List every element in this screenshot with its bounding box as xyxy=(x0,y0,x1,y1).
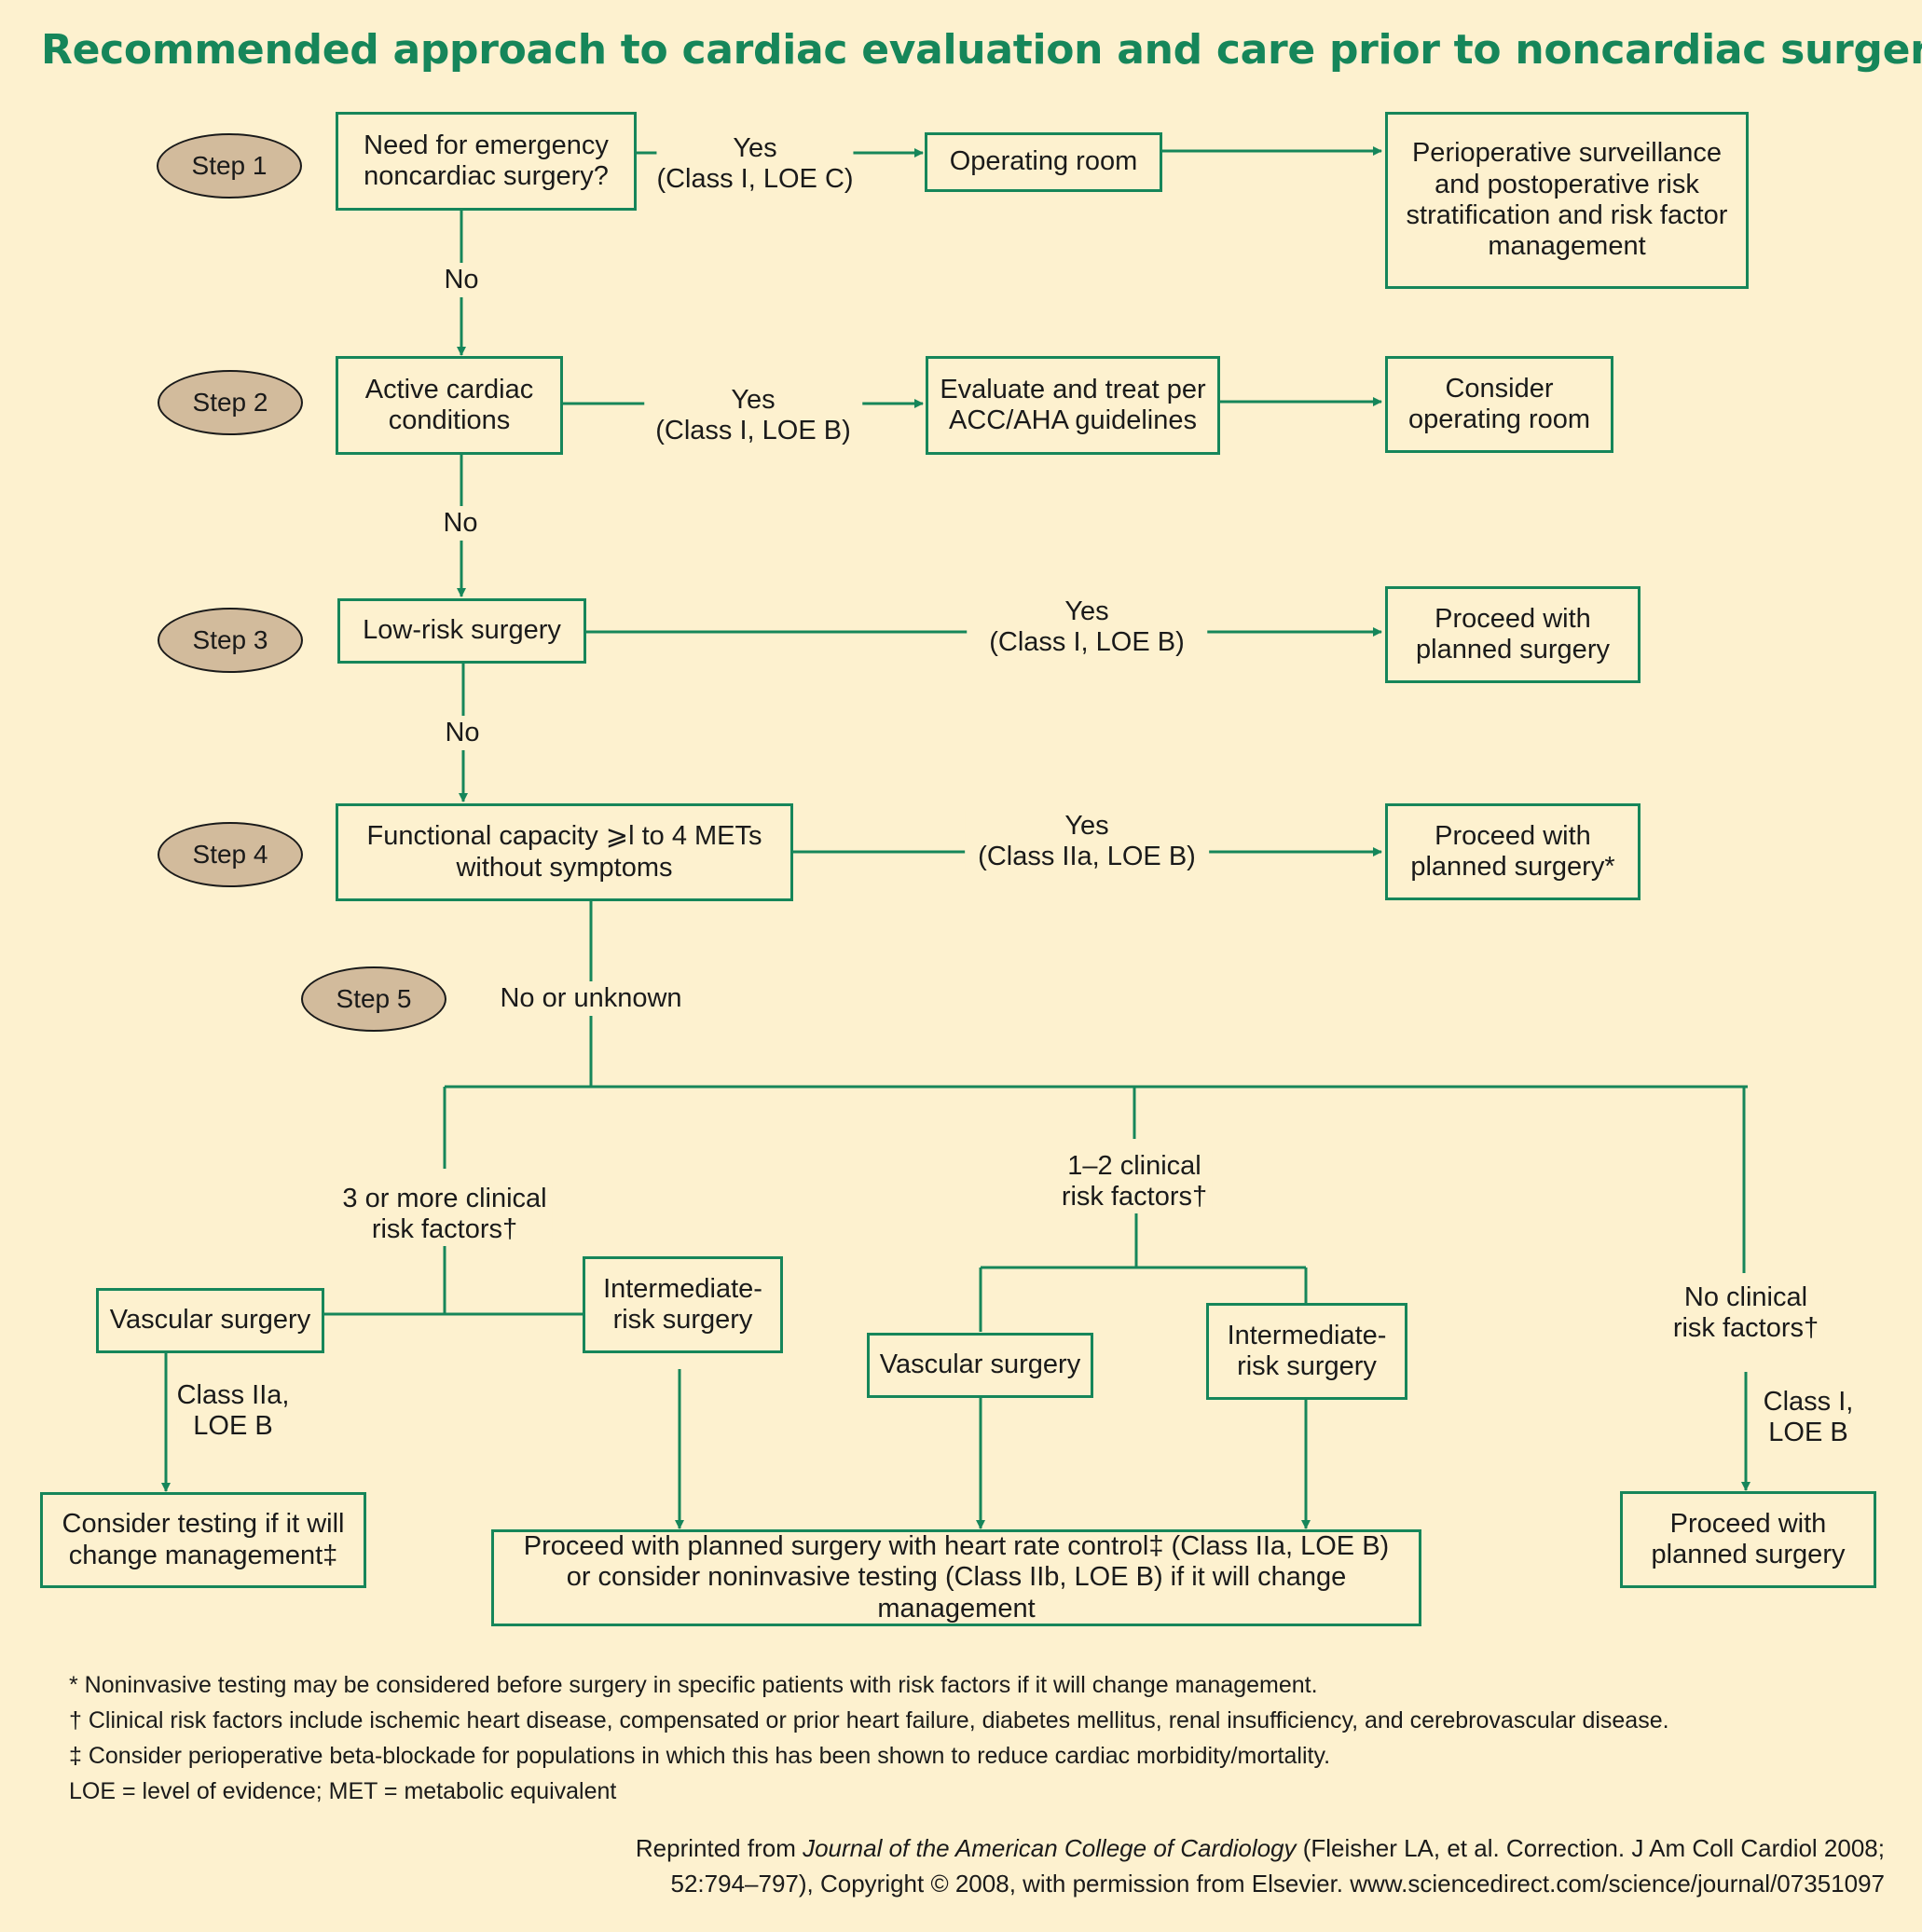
label-yes-step3: Yes(Class I, LOE B) xyxy=(967,596,1207,659)
label-no-step3: No xyxy=(441,716,484,751)
box-consider-operating-room: Consider operating room xyxy=(1385,356,1613,453)
box-intermediate-risk-b: Intermediate-risk surgery xyxy=(1206,1303,1407,1400)
box-perioperative-surveillance: Perioperative surveillance and postopera… xyxy=(1385,112,1749,289)
step-2-badge: Step 2 xyxy=(158,370,303,435)
box-consider-testing: Consider testing if it will change manag… xyxy=(40,1492,366,1588)
footnote-double-dagger: ‡ Consider perioperative beta-blockade f… xyxy=(69,1743,1331,1769)
box-low-risk-surgery: Low-risk surgery xyxy=(337,598,586,664)
box-emergency-surgery: Need for emergency noncardiac surgery? xyxy=(336,112,637,211)
box-vascular-surgery-a: Vascular surgery xyxy=(96,1288,324,1353)
box-evaluate-treat: Evaluate and treat per ACC/AHA guideline… xyxy=(926,356,1220,455)
box-intermediate-risk-a: Intermediate-risk surgery xyxy=(583,1256,783,1353)
diagram-title: Recommended approach to cardiac evaluati… xyxy=(41,26,1922,74)
footnotes: * Noninvasive testing may be considered … xyxy=(69,1667,1669,1809)
label-class-iia-loe-b: Class IIa,LOE B xyxy=(176,1380,290,1443)
reprint-credit: Reprinted from Journal of the American C… xyxy=(635,1834,1885,1898)
label-yes-step1: Yes(Class I, LOE C) xyxy=(656,133,854,196)
label-no-or-unknown: No or unknown xyxy=(492,981,690,1017)
step-4-badge: Step 4 xyxy=(158,822,303,887)
journal-name: Journal of the American College of Cardi… xyxy=(803,1834,1297,1862)
box-proceed-step5: Proceed with planned surgery xyxy=(1620,1491,1876,1588)
box-proceed-step4: Proceed with planned surgery* xyxy=(1385,803,1641,900)
label-class-i-loe-b: Class I,LOE B xyxy=(1763,1387,1854,1449)
label-yes-step2: Yes(Class I, LOE B) xyxy=(644,385,862,447)
box-active-cardiac: Active cardiac conditions xyxy=(336,356,563,455)
box-functional-capacity: Functional capacity ⩾l to 4 METs without… xyxy=(336,803,793,901)
box-operating-room: Operating room xyxy=(925,132,1162,192)
label-yes-step4: Yes(Class IIa, LOE B) xyxy=(965,811,1209,873)
footnote-dagger: † Clinical risk factors include ischemic… xyxy=(69,1707,1669,1733)
step-5-badge: Step 5 xyxy=(301,966,446,1032)
box-heart-rate-control: Proceed with planned surgery with heart … xyxy=(491,1529,1421,1626)
label-no-step2: No xyxy=(439,506,482,541)
box-proceed-step3: Proceed with planned surgery xyxy=(1385,586,1641,683)
step-1-badge: Step 1 xyxy=(157,133,302,199)
label-no-step1: No xyxy=(440,263,483,298)
footnote-asterisk: * Noninvasive testing may be considered … xyxy=(69,1672,1318,1698)
step-3-badge: Step 3 xyxy=(158,608,303,673)
footnote-abbreviations: LOE = level of evidence; MET = metabolic… xyxy=(69,1778,617,1804)
box-vascular-surgery-b: Vascular surgery xyxy=(867,1333,1093,1398)
